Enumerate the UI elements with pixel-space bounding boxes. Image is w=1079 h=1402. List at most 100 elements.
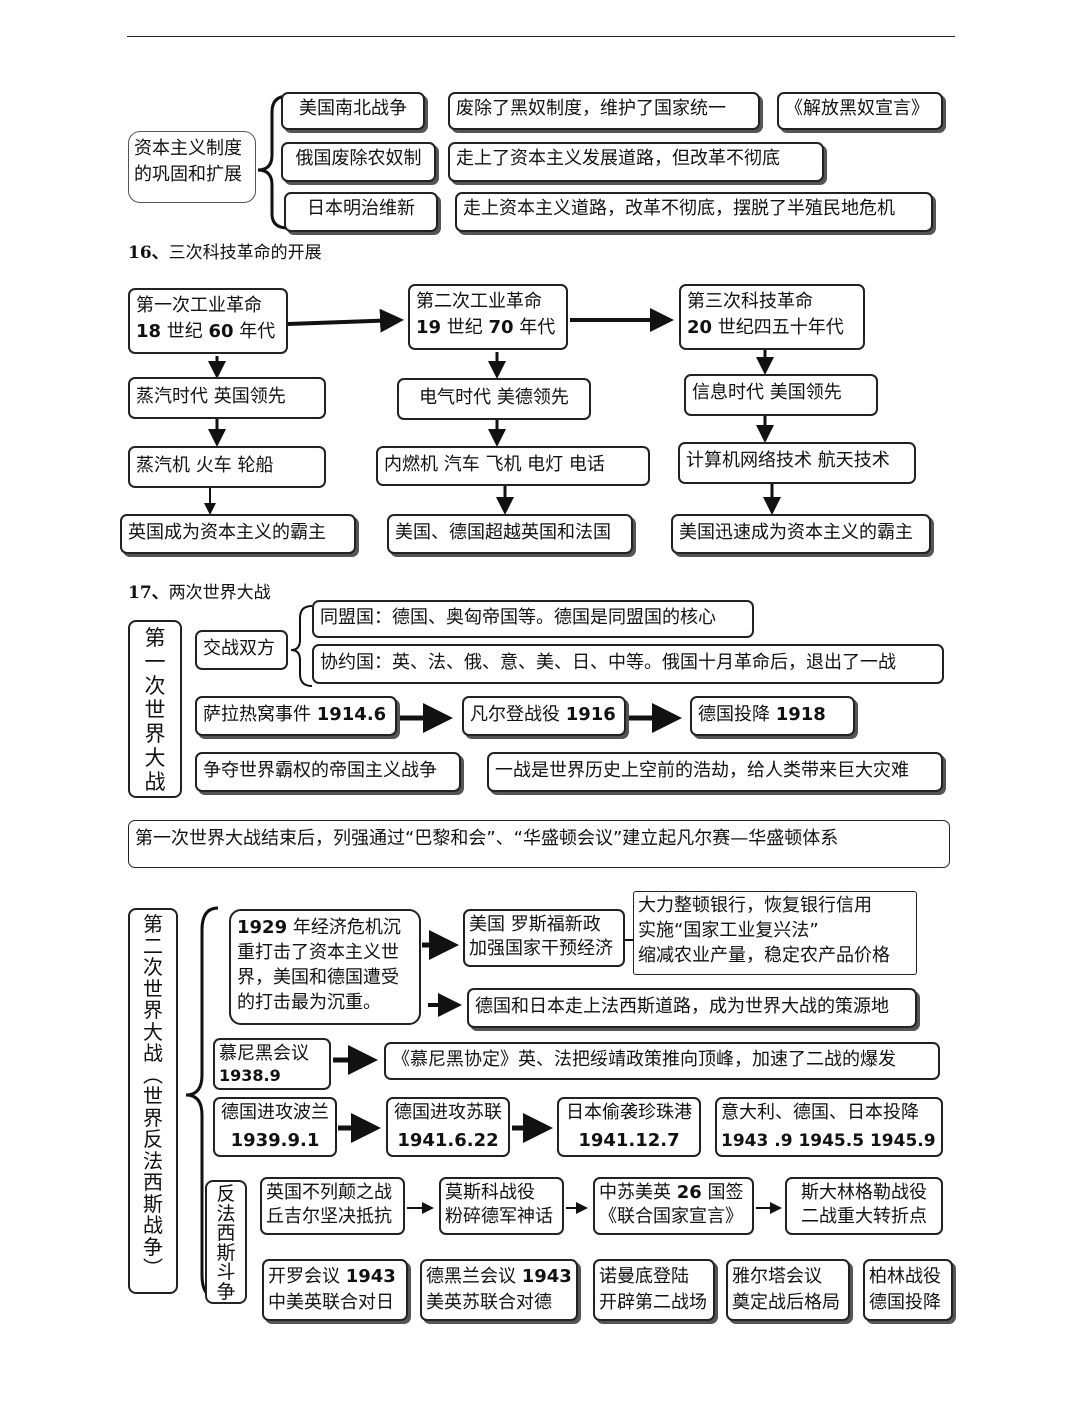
- rev1-name: 第一次工业革命: [136, 295, 262, 316]
- ww1-label: 第 一 次 世 界 大 战: [128, 620, 182, 798]
- ww1-label-char: 第: [144, 626, 166, 650]
- ww2-normandy-l2: 开辟第二战场: [599, 1292, 707, 1313]
- ww2-un-declaration-l1: 中苏美英 26 国签: [599, 1181, 748, 1205]
- ww2-crisis-line2: 重打击了资本主义世: [237, 942, 399, 963]
- ww2-label-char: 次: [143, 955, 163, 979]
- ww1-event-sarajevo: 萨拉热窝事件 1914.6: [195, 696, 397, 736]
- rev1-age-text: 蒸汽时代 英国领先: [136, 386, 286, 407]
- ww2-fascism: 德国和日本走上法西斯道路，成为世界大战的策源地: [467, 988, 917, 1028]
- rev2-title-box: 第二次工业革命 19 世纪 70 年代: [408, 284, 568, 350]
- ww2-new-deal-3: 缩减农业产量，稳定农产品价格: [638, 945, 890, 966]
- rev2-inventions-text: 内燃机 汽车 飞机 电灯 电话: [384, 454, 605, 475]
- ww2-crisis-text-1: 年经济危机沉: [287, 917, 401, 938]
- ww1-event-sarajevo-name: 萨拉热窝事件: [203, 704, 317, 725]
- ww2-battle-of-moscow-l1: 莫斯科战役: [445, 1182, 535, 1203]
- ww1-entente-text: 协约国：英、法、俄、意、美、日、中等。俄国十月革命后，退出了一战: [320, 652, 896, 673]
- ww2-tehran: 德黑兰会议 1943 美英苏联合对德: [420, 1259, 578, 1321]
- ww1-label-char: 一: [144, 650, 166, 674]
- ww1-event-verdun-date: 1916: [565, 704, 616, 725]
- ww2-label-char: 界: [143, 998, 163, 1022]
- ww2-stalingrad-l2: 二战重大转折点: [801, 1206, 927, 1227]
- rev1-age: 蒸汽时代 英国领先: [128, 377, 326, 419]
- ww2-tl-pearl-harbor-date: 1941.12.7: [578, 1130, 680, 1151]
- rev1-era-num2: 60: [208, 321, 234, 342]
- ww2-tl-poland-name: 德国进攻波兰: [221, 1102, 329, 1123]
- ww2-battle-of-britain-l1: 英国不列颠之战: [266, 1182, 392, 1203]
- ww1-sides-label: 交战双方: [195, 630, 288, 670]
- ww2-brace: [185, 906, 219, 1300]
- ww2-label-char: 战: [143, 1041, 163, 1065]
- ww2-label-char: 大: [143, 1019, 163, 1044]
- section-16-number: 16、: [128, 243, 169, 263]
- ww2-us-new-deal: 美国 罗斯福新政 加强国家干预经济: [463, 909, 625, 967]
- result-russia-serfdom: 走上了资本主义发展道路，但改革不彻底: [448, 142, 824, 182]
- ww2-un-l1c: 国签: [701, 1182, 744, 1203]
- ww1-impact-text: 一战是世界历史上空前的浩劫，给人类带来巨大灾难: [495, 760, 909, 781]
- rev3-age-text: 信息时代 美国领先: [692, 382, 842, 403]
- ww2-cairo-l1a: 开罗会议: [268, 1266, 346, 1287]
- ww2-label-char: 反: [143, 1127, 163, 1151]
- ww2-tl-pearl-harbor: 日本偷袭珍珠港 1941.12.7: [557, 1097, 701, 1157]
- ww2-label-char: ︵: [143, 1062, 163, 1087]
- ww1-label-char: 战: [144, 770, 166, 794]
- ww2-un-declaration-l2: 《联合国家宣言》: [599, 1206, 743, 1227]
- ww2-munich-date: 1938.9: [219, 1066, 281, 1085]
- ww2-battle-of-moscow-l2: 粉碎德军神话: [445, 1206, 553, 1227]
- ww1-event-surrender-name: 德国投降: [698, 704, 776, 725]
- rev3-title-box: 第三次科技革命 20 世纪四五十年代: [679, 284, 865, 350]
- ww2-battle-of-britain: 英国不列颠之战 丘吉尔坚决抵抗: [260, 1177, 405, 1235]
- ww1-event-verdun: 凡尔登战役 1916: [462, 696, 626, 736]
- ww2-tl-surrenders-date: 1943 .9 1945.5 1945.9: [721, 1131, 936, 1151]
- ww1-label-char: 次: [144, 674, 166, 698]
- ww2-yalta-l1: 雅尔塔会议: [732, 1266, 822, 1287]
- section-16-heading: 16、三次科技革命的开展: [128, 238, 322, 263]
- ww2-normandy: 诺曼底登陆 开辟第二战场: [593, 1259, 715, 1321]
- ww2-new-deal-1: 大力整顿银行，恢复银行信用: [638, 895, 872, 916]
- ww2-label-char: ︶: [143, 1256, 163, 1280]
- ww2-crisis-line4: 的打击最为沉重。: [237, 992, 381, 1013]
- ww2-us-line2: 加强国家干预经济: [469, 938, 613, 959]
- ww2-label-char: 界: [143, 1105, 163, 1130]
- ww2-un-declaration: 中苏美英 26 国签 《联合国家宣言》: [593, 1177, 754, 1235]
- ww1-nature: 争夺世界霸权的帝国主义战争: [195, 752, 461, 792]
- rev2-result-text: 美国、德国超越英国和法国: [395, 522, 611, 543]
- rev2-age-text: 电气时代 美德领先: [419, 387, 569, 408]
- rev2-era-num1: 19: [416, 317, 442, 338]
- ww2-berlin-l2: 德国投降: [869, 1292, 941, 1313]
- ww2-tl-pearl-harbor-name: 日本偷袭珍珠港: [566, 1102, 692, 1123]
- ww2-tl-ussr-date: 1941.6.22: [397, 1130, 499, 1151]
- ww1-aftermath-text: 第一次世界大战结束后，列强通过“巴黎和会”、“华盛顿会议”建立起凡尔赛—华盛顿体…: [135, 828, 839, 849]
- rev3-era: 20 世纪四五十年代: [687, 315, 857, 341]
- ww2-tehran-l1b: 1943: [521, 1266, 572, 1287]
- rev1-result: 英国成为资本主义的霸主: [120, 514, 356, 554]
- rev3-age: 信息时代 美国领先: [684, 374, 878, 416]
- ww1-event-surrender-date: 1918: [775, 704, 826, 725]
- capitalism-label-line1: 资本主义制度: [134, 138, 242, 159]
- anti-label-char: 斗: [216, 1261, 236, 1283]
- anti-label-char: 斯: [216, 1241, 236, 1264]
- ww2-tl-ussr-name: 德国进攻苏联: [394, 1102, 502, 1123]
- rev2-result: 美国、德国超越英国和法国: [387, 514, 633, 554]
- ww2-un-l1b: 26: [676, 1182, 702, 1203]
- ww2-crisis-year: 1929: [237, 917, 288, 938]
- anti-label-char: 反: [216, 1183, 236, 1205]
- rev3-result: 美国迅速成为资本主义的霸主: [671, 514, 931, 554]
- ww2-tl-surrenders-name: 意大利、德国、日本投降: [721, 1102, 919, 1123]
- rev1-era-num1: 18: [136, 321, 162, 342]
- rev3-result-text: 美国迅速成为资本主义的霸主: [679, 522, 913, 543]
- capitalism-brace: [257, 94, 289, 230]
- ww2-new-deal-2: 实施“国家工业复兴法”: [638, 920, 819, 941]
- ww2-munich-result: 《慕尼黑协定》英、法把绥靖政策推向顶峰，加速了二战的爆发: [384, 1042, 940, 1080]
- rev2-inventions: 内燃机 汽车 飞机 电灯 电话: [376, 446, 650, 486]
- rev1-result-text: 英国成为资本主义的霸主: [128, 522, 326, 543]
- ww2-label-char: 第: [143, 912, 163, 936]
- ww1-aftermath: 第一次世界大战结束后，列强通过“巴黎和会”、“华盛顿会议”建立起凡尔赛—华盛顿体…: [128, 820, 950, 868]
- capitalism-label: 资本主义制度 的巩固和扩展: [128, 131, 256, 203]
- rev1-inventions: 蒸汽机 火车 轮船: [128, 446, 326, 488]
- ww1-sides-brace: [290, 605, 313, 687]
- ww2-label-char: 西: [143, 1170, 163, 1194]
- result-us-civil-war: 废除了黑奴制度，维护了国家统一: [448, 92, 760, 130]
- ww2-label: 第 二 次 世 界 大 战 ︵ 世 界 反 法 西 斯 战 争 ︶: [128, 908, 178, 1294]
- event-russia-serfdom-text: 俄国废除农奴制: [295, 148, 422, 169]
- ww2-tl-poland-date: 1939.9.1: [230, 1130, 320, 1151]
